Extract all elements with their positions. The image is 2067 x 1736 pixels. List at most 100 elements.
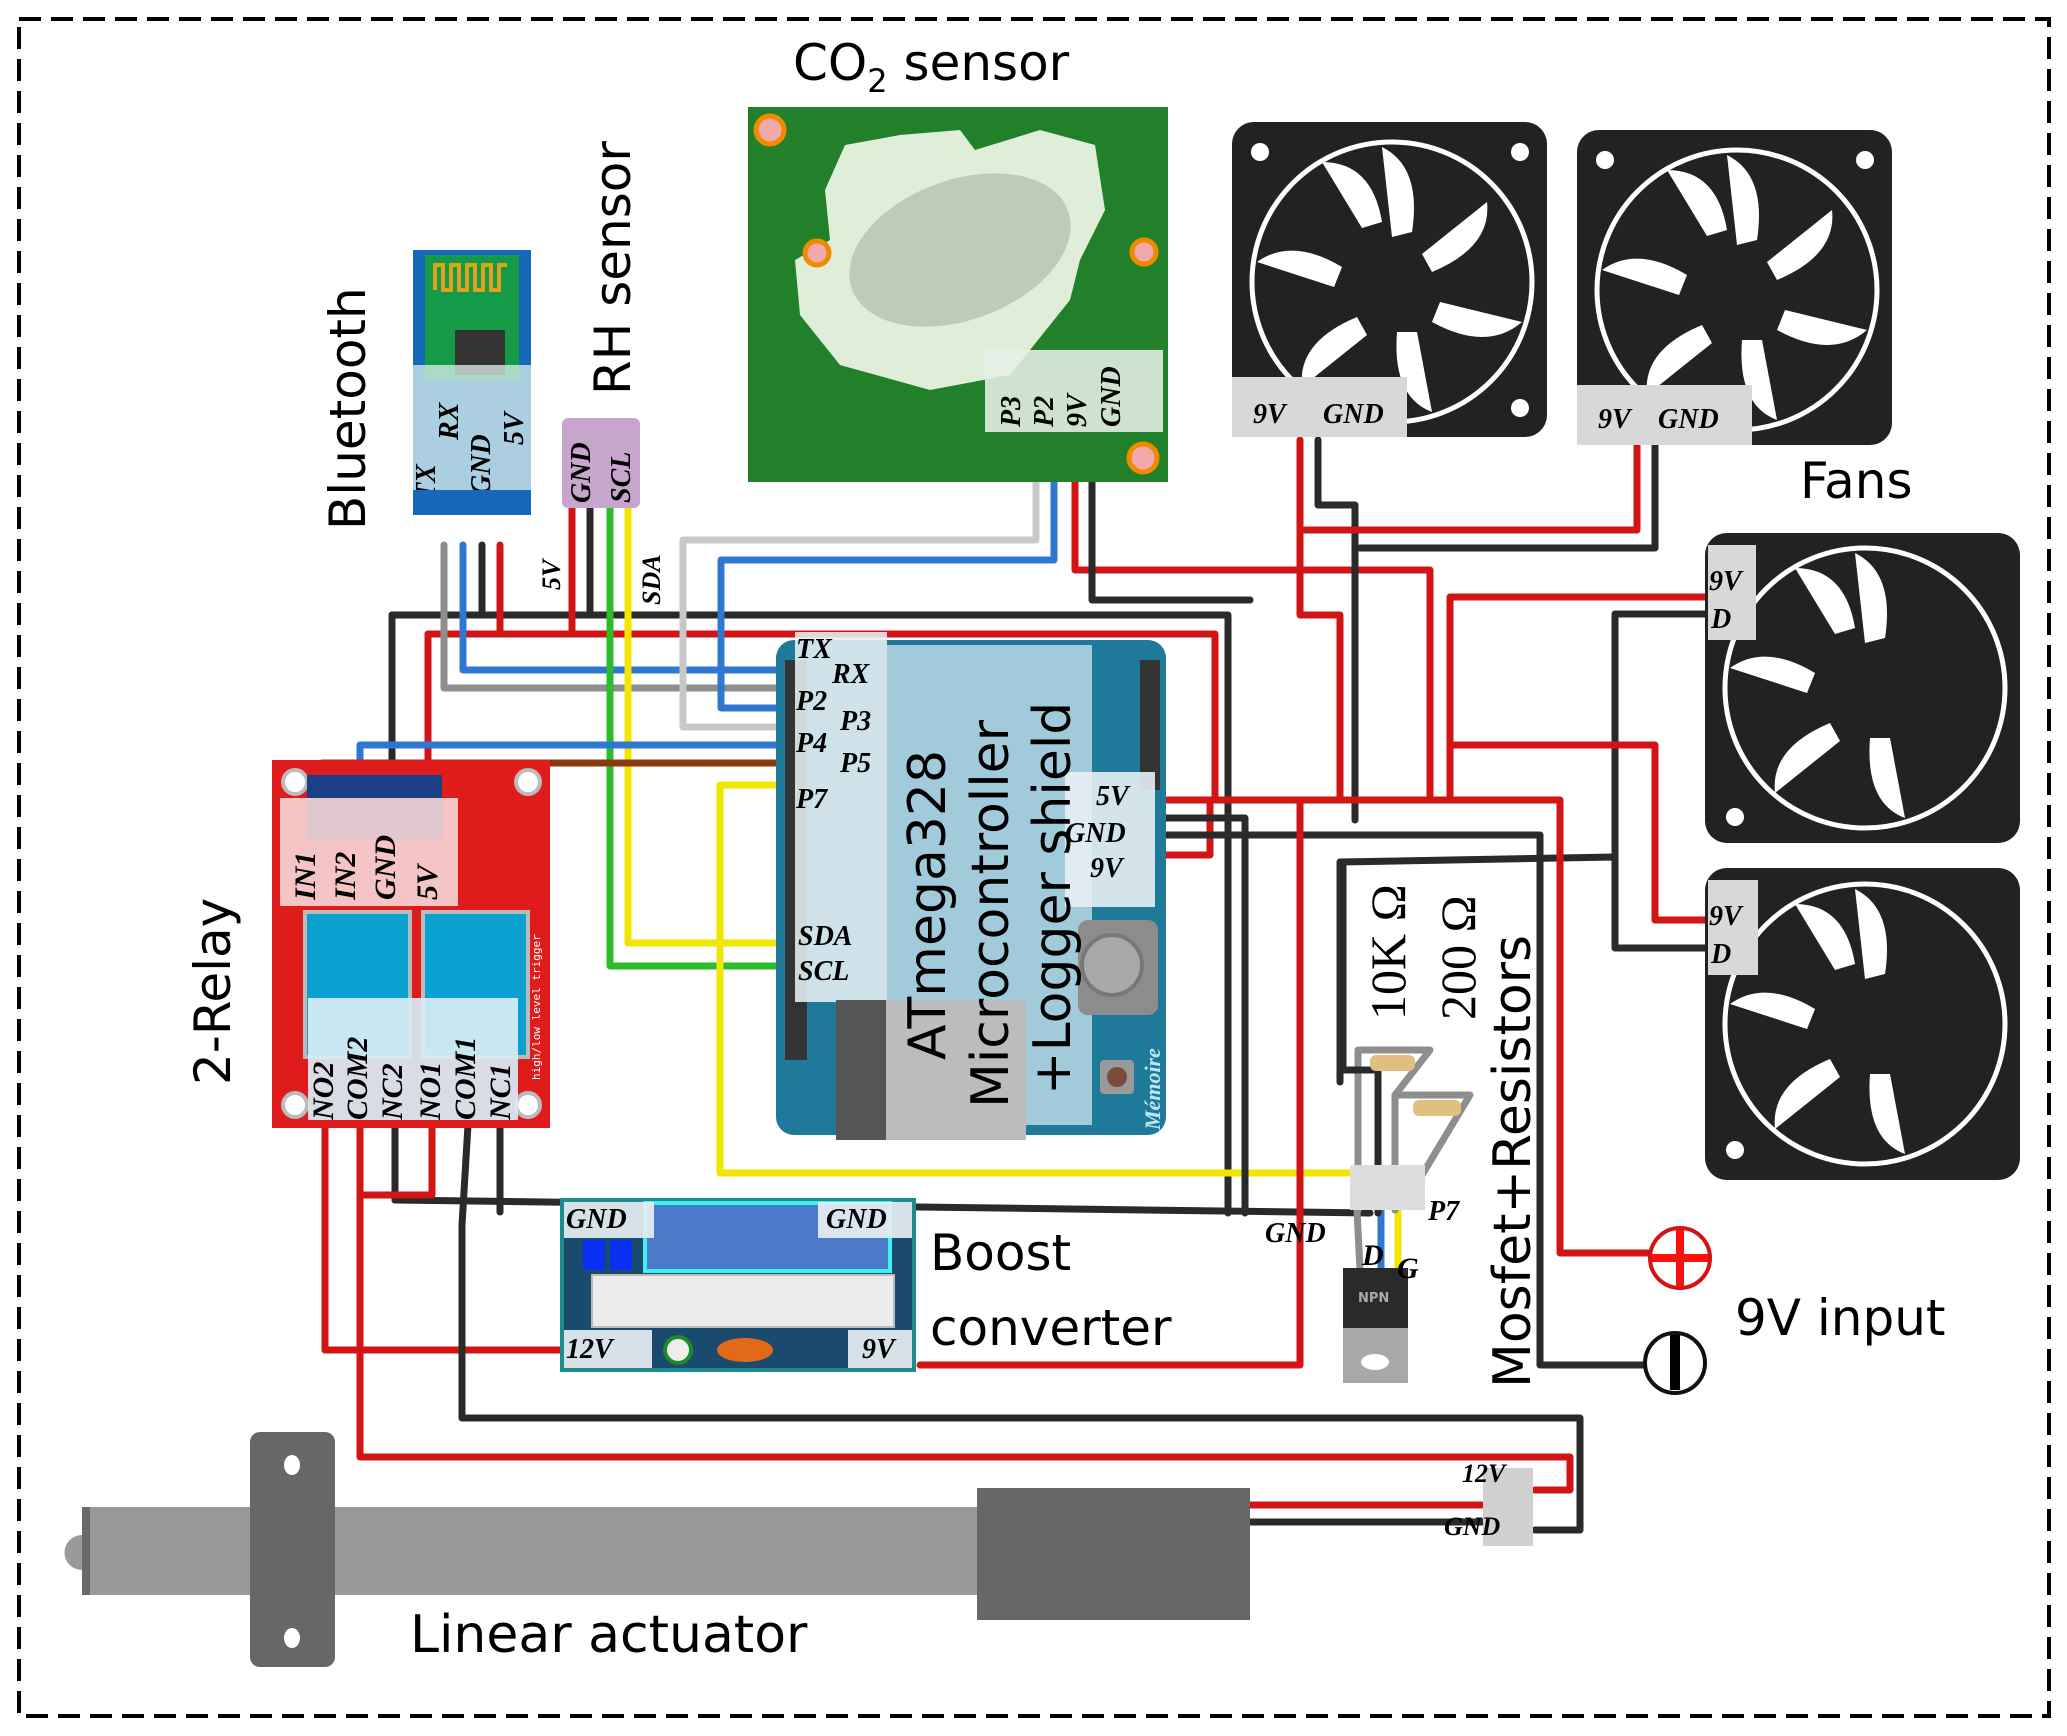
relay-pin-in2: IN2 — [329, 852, 362, 901]
rh-pin-gnd: GND — [566, 442, 597, 503]
wire-relay-no1 — [356, 1121, 436, 1199]
mosfet-tab-hole — [1361, 1354, 1389, 1370]
fan2-pin-9v: 9V — [1598, 404, 1633, 435]
relay-in-label-area — [280, 798, 458, 906]
boost-title-line1: Boost — [930, 1224, 1071, 1282]
boost-title-line2: converter — [930, 1299, 1172, 1357]
boost-label-gnd-left — [564, 1202, 654, 1238]
bluetooth-title: Bluetooth — [319, 287, 377, 530]
rh-pin-scl: SCL — [606, 452, 637, 503]
mcu-title-line3: +Logger shield — [1023, 702, 1083, 1095]
mosfet-pin-p7: P7 — [1427, 1196, 1460, 1227]
actuator-bracket-hole — [284, 1628, 300, 1648]
co2-pin-p2: P2 — [1029, 396, 1060, 428]
resistor-200-label: 200 Ω — [1430, 895, 1486, 1020]
relay-board: IN1 IN2 GND 5V NO2 COM2 NC2 NO1 COM1 NC1… — [272, 760, 550, 1128]
co2-sensing-element — [849, 173, 1071, 327]
boost-converter: GND GND 12V 9V — [560, 1198, 916, 1372]
fan1-pin-9v: 9V — [1253, 399, 1288, 430]
wire-fan1-gnd — [1314, 436, 1359, 824]
co2-mount-hole — [1129, 237, 1159, 267]
mcu-pin-p4: P4 — [795, 728, 827, 759]
mosfet-body — [1343, 1268, 1408, 1328]
relay-board-text: high/low level trigger — [530, 934, 543, 1080]
fan-hub — [1332, 222, 1452, 342]
wire-gnd-bus — [388, 611, 1232, 1217]
co2-sensor-title: CO2 sensor — [793, 34, 1070, 100]
relay-pin-no2: NO2 — [307, 1062, 340, 1121]
mcu-left-label-area — [795, 632, 887, 1002]
boost-terminal — [663, 1335, 693, 1365]
fan-3: 9V D — [1705, 533, 2020, 843]
fan-screw-hole — [1726, 808, 1744, 826]
boost-cap — [583, 1240, 605, 1270]
fan4-pin-9v: 9V — [1709, 901, 1744, 932]
rh-wire-label-sda: SDA — [637, 554, 666, 605]
microcontroller: Mémoire TX RX P2 P3 P4 P5 P7 SDA SCL 5V … — [776, 632, 1166, 1140]
boost-heatsink — [591, 1274, 895, 1328]
wire-mcu-gnd-rail2 — [1156, 814, 1249, 1217]
actuator-bracket-hole — [284, 1455, 300, 1475]
co2-pin-9v: 9V — [1062, 392, 1093, 427]
relay-pin-com2: COM2 — [341, 1037, 374, 1120]
wire-mosfet-gnd-stub — [1339, 858, 1382, 1217]
wire-bt-tx — [440, 541, 794, 692]
mosfet-pin-d: D — [1361, 1239, 1384, 1272]
mcu-pin-p2: P2 — [795, 686, 827, 717]
actuator-eyelet-hole — [50, 1548, 60, 1558]
fan-screw-hole — [1856, 151, 1874, 169]
fan-screw-hole — [1511, 399, 1529, 417]
fan-blades — [1730, 889, 1905, 1154]
relay-out-label-area — [308, 998, 518, 1120]
co2-pin-p3: P3 — [996, 396, 1027, 428]
mcu-right-label-area — [1065, 772, 1155, 907]
bt-pin-rx: RX — [434, 401, 465, 441]
mcu-pin-p7: P7 — [795, 784, 828, 815]
wire-rh-scl — [606, 501, 794, 970]
fan-ring — [1722, 545, 2008, 831]
co2-pin-gnd: GND — [1096, 366, 1127, 427]
power-input — [1643, 1226, 1712, 1395]
resistor-10k — [1370, 1055, 1415, 1071]
fan2-pin-gnd: GND — [1658, 404, 1719, 435]
relay-pin-nc1: NC1 — [484, 1063, 517, 1121]
actuator-pin-12v: 12V — [1462, 1459, 1508, 1488]
actuator-connector — [1483, 1468, 1533, 1546]
mcu-header-right — [1140, 660, 1160, 790]
mcu-pin-gnd: GND — [1065, 818, 1126, 849]
relay-pin-in1: IN1 — [289, 852, 322, 901]
mcu-pin-p3: P3 — [839, 706, 871, 737]
fan-screw-hole — [1596, 151, 1614, 169]
wire-mosfet-source — [1353, 1206, 1364, 1274]
relay-mount-hole — [514, 768, 542, 796]
bluetooth-module: TX RX GND 5V — [411, 250, 531, 515]
bluetooth-header — [413, 490, 531, 515]
power-input-title: 9V input — [1735, 1289, 1946, 1347]
fan3-pin-d: D — [1710, 604, 1731, 635]
fans-title: Fans — [1800, 452, 1913, 510]
actuator-rod-end — [82, 1507, 90, 1595]
mcu-brand: Mémoire — [1140, 1048, 1165, 1131]
rh-wire-label-5v: 5V — [537, 557, 566, 590]
mcu-reset-button-cap — [1107, 1067, 1127, 1087]
diagram-border — [17, 17, 2051, 1718]
fan-2: 9V GND — [1577, 130, 1892, 445]
boost-inductor — [717, 1338, 773, 1362]
fan3-pin-9v: 9V — [1709, 566, 1744, 597]
resistor-10k-label: 10K Ω — [1360, 884, 1416, 1020]
mcu-pin-sda: SDA — [798, 921, 852, 952]
boost-label-12v — [564, 1330, 652, 1368]
rh-sensor: GND SCL — [562, 418, 640, 508]
relay-pin-5v: 5V — [411, 862, 444, 900]
wire-co2-p3 — [679, 436, 1040, 731]
boost-pin-gnd-out: GND — [826, 1204, 887, 1235]
mosfet-pin-gnd: GND — [1265, 1218, 1326, 1249]
fan-pin-label-area — [1708, 880, 1758, 975]
relay-pin-com1: COM1 — [449, 1037, 482, 1120]
fan-blades — [1730, 553, 1905, 818]
fan1-pin-gnd: GND — [1323, 399, 1384, 430]
mcu-pin-9v: 9V — [1090, 853, 1125, 884]
wires — [318, 436, 1709, 1534]
rh-sensor-title: RH sensor — [584, 141, 642, 395]
